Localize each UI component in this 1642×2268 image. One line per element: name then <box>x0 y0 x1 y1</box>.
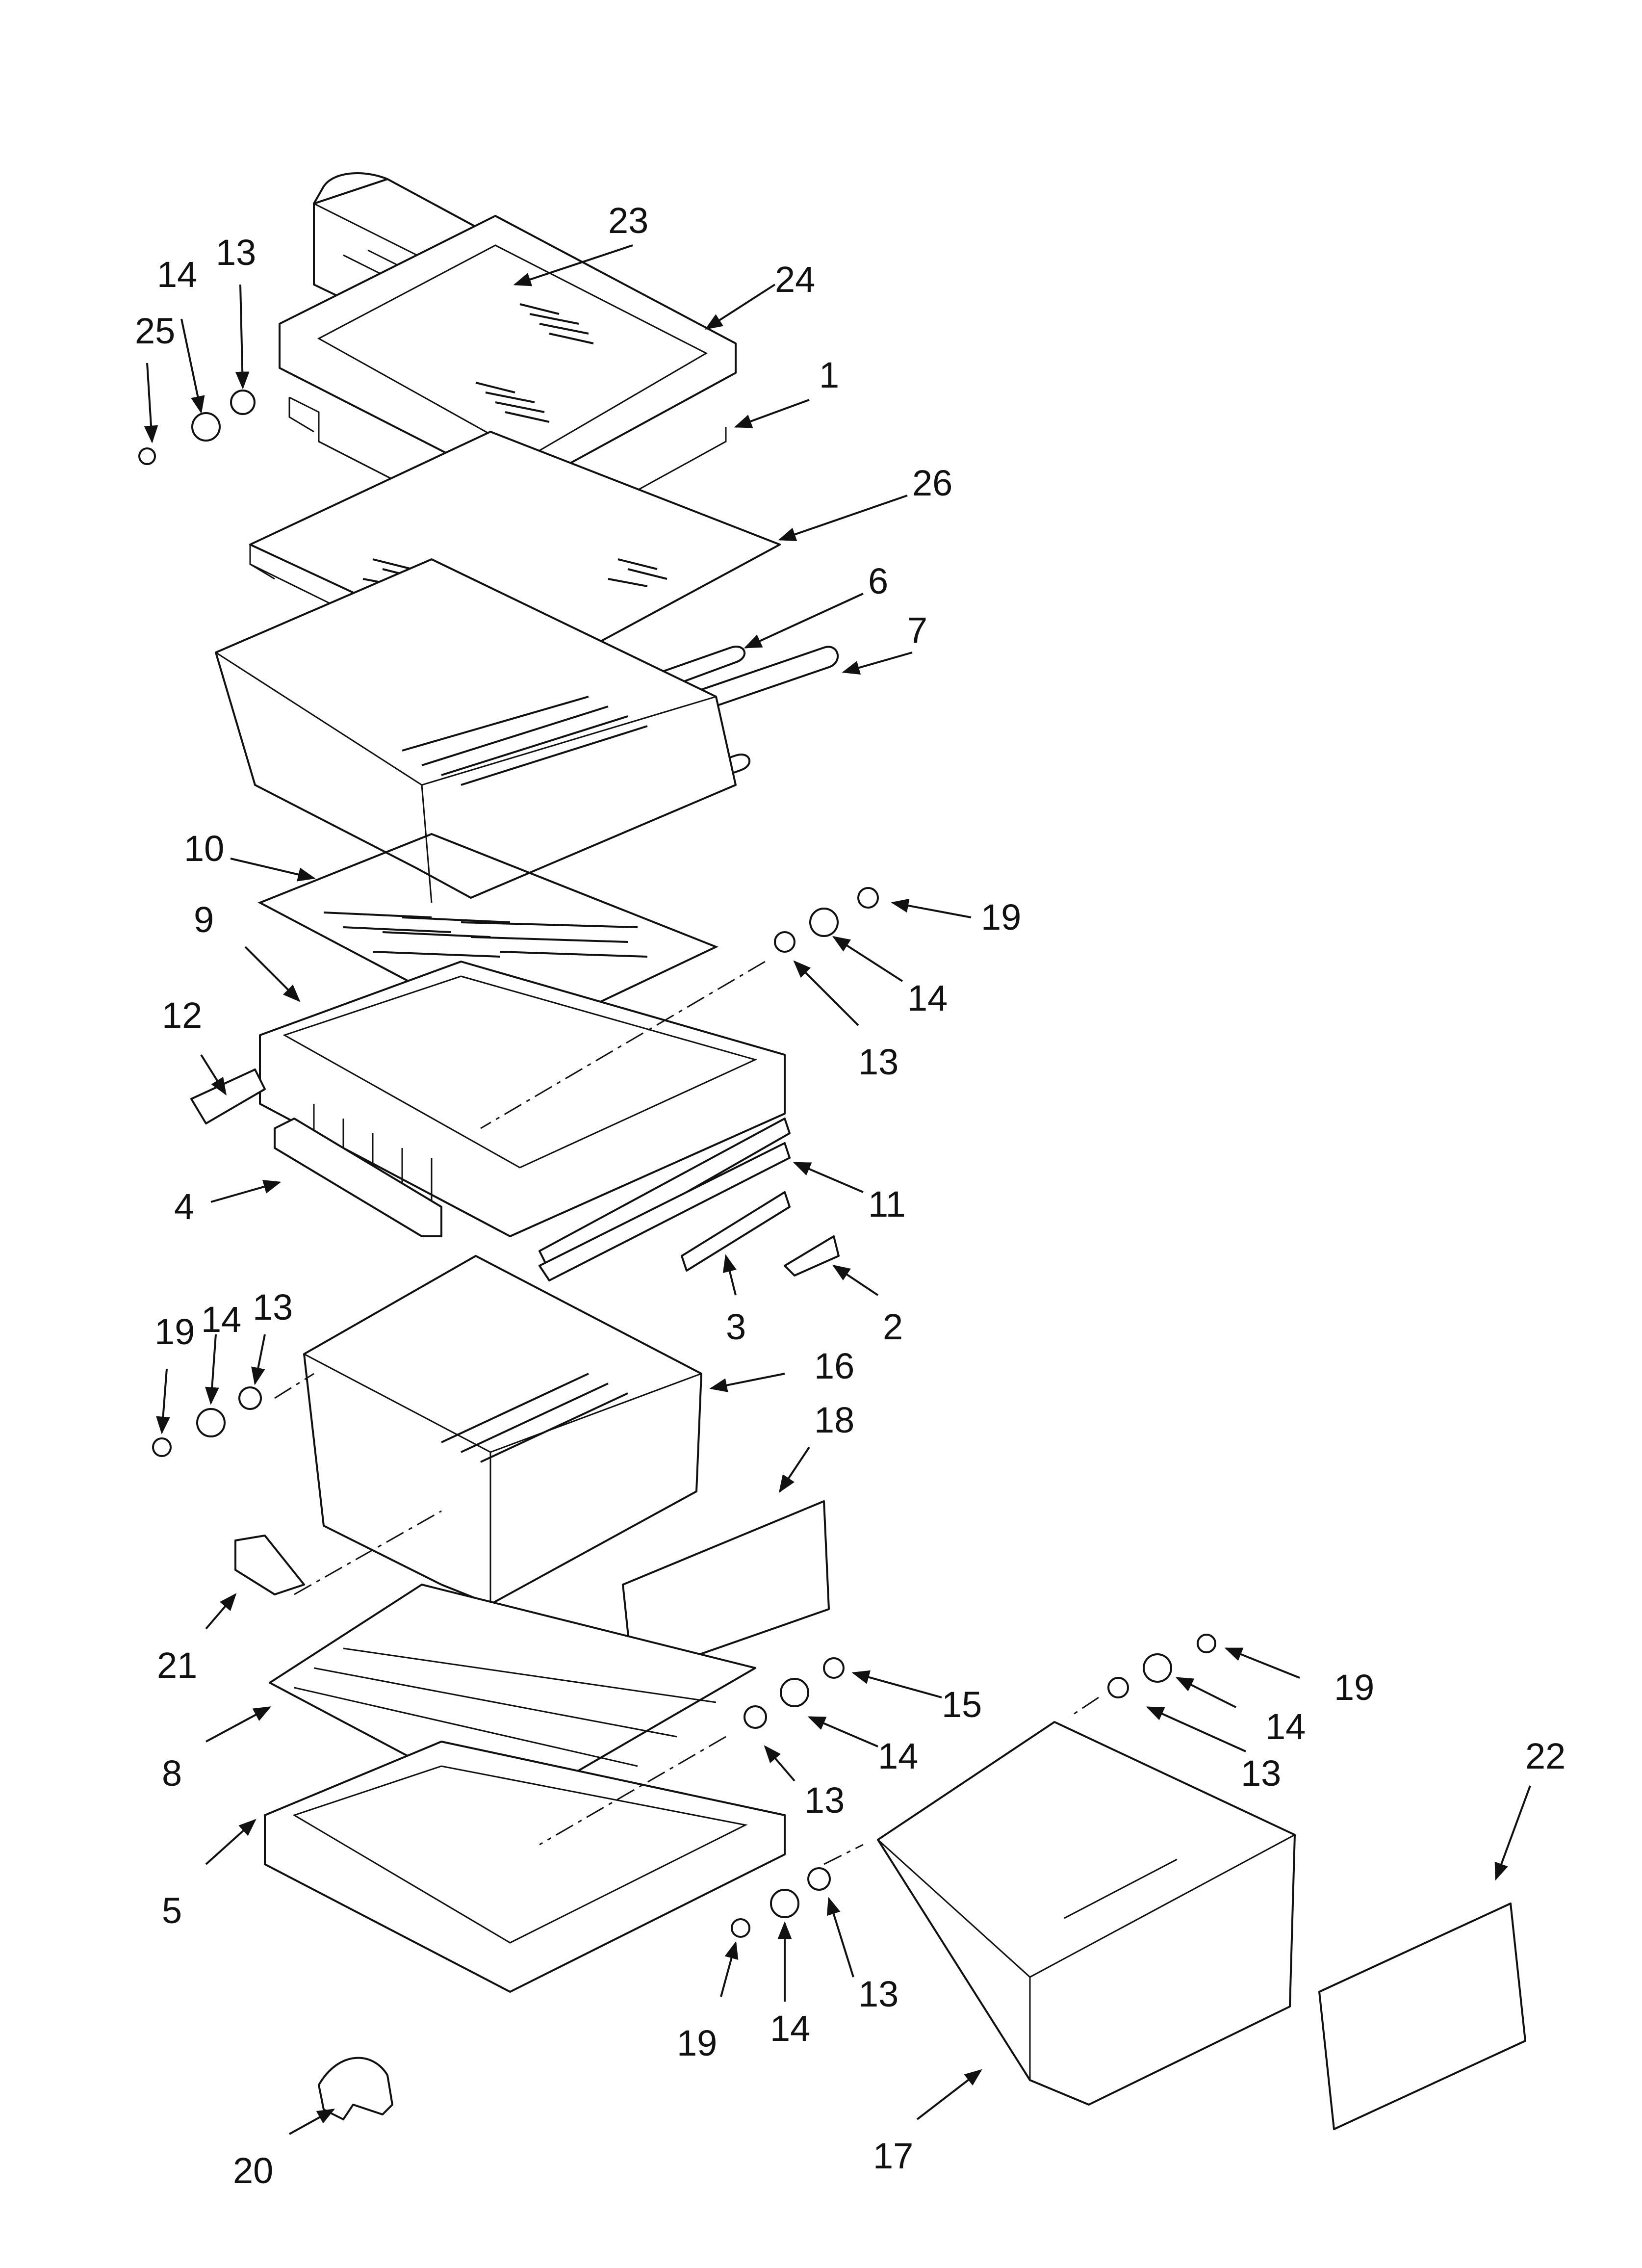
callout-7: 7 <box>907 610 927 651</box>
callout-6: 6 <box>868 561 888 601</box>
alignment-lines <box>274 961 1099 1865</box>
callout-15: 15 <box>942 1684 982 1725</box>
callout-3: 3 <box>726 1306 746 1347</box>
callout-14: 14 <box>1265 1706 1306 1747</box>
callout-17: 17 <box>873 2136 913 2176</box>
part-17-drawer <box>877 1721 1296 2106</box>
callout-18: 18 <box>814 1400 854 1440</box>
callout-1: 1 <box>819 355 839 395</box>
callout-2: 2 <box>883 1306 903 1347</box>
callout-10: 10 <box>184 828 224 869</box>
leader-arrows <box>144 244 1531 2135</box>
part-16-drawer <box>303 1255 702 1605</box>
callout-13: 13 <box>216 232 256 273</box>
part-20-cap <box>318 2057 393 2120</box>
callout-13: 13 <box>253 1287 293 1328</box>
callout-13: 13 <box>804 1780 845 1821</box>
callout-26: 26 <box>912 463 952 503</box>
callout-20: 20 <box>233 2150 273 2191</box>
callout-19: 19 <box>981 897 1021 938</box>
callout-11: 11 <box>868 1184 906 1225</box>
callout-25: 25 <box>135 311 175 351</box>
callout-9: 9 <box>194 899 214 940</box>
callout-14: 14 <box>157 254 197 295</box>
part-4-rail <box>274 1118 442 1237</box>
part-11-rail <box>539 1118 791 1281</box>
part-2-bracket <box>784 1235 840 1277</box>
part-3-bracket <box>681 1191 791 1272</box>
callout-14: 14 <box>878 1736 918 1776</box>
callout-12: 12 <box>162 995 202 1036</box>
callout-14: 14 <box>907 978 948 1018</box>
callout-14: 14 <box>201 1299 241 1340</box>
hardware-screws <box>138 390 1216 1938</box>
callout-13: 13 <box>858 1974 898 2014</box>
callout-19: 19 <box>677 2023 717 2063</box>
callout-19: 19 <box>1334 1667 1374 1708</box>
callout-labels: 23 24 1 26 6 7 14 13 25 10 9 19 14 13 12… <box>135 200 1565 2191</box>
part-12-rail <box>190 1069 266 1124</box>
callout-24: 24 <box>775 259 815 300</box>
part-9-frame <box>259 961 786 1237</box>
callout-8: 8 <box>162 1753 182 1794</box>
part-22-front <box>1318 1903 1526 2130</box>
callout-5: 5 <box>162 1890 182 1931</box>
part-21-clip <box>234 1535 305 1595</box>
callout-13: 13 <box>1241 1753 1281 1794</box>
callout-22: 22 <box>1525 1736 1565 1776</box>
callout-4: 4 <box>174 1186 194 1227</box>
part-10-pan <box>215 558 737 903</box>
callout-23: 23 <box>608 200 648 241</box>
callout-16: 16 <box>814 1346 854 1386</box>
callout-21: 21 <box>157 1645 197 1686</box>
part-24-shelf-tray <box>279 215 737 492</box>
callout-14: 14 <box>770 2008 810 2049</box>
callout-19: 19 <box>154 1311 195 1352</box>
callout-13: 13 <box>858 1042 898 1082</box>
part-5-frame <box>264 1741 786 1993</box>
